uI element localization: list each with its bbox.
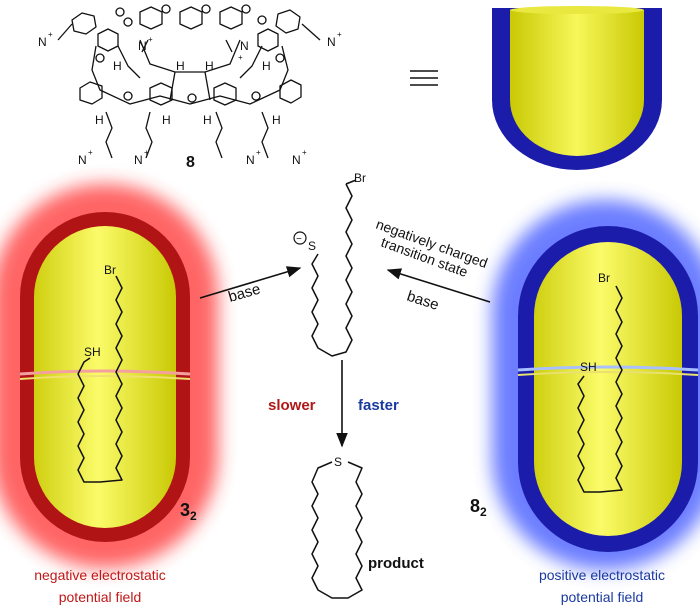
thiol-label: SH xyxy=(84,345,101,359)
ammonium-charge: + xyxy=(337,30,342,39)
ammonium-charge: + xyxy=(256,148,261,157)
product-macrocycle xyxy=(311,461,363,599)
left-capsule-3-2 xyxy=(0,184,218,568)
left-guest-chain xyxy=(77,275,123,483)
bromine-label: Br xyxy=(354,171,366,185)
ammonium-label: N xyxy=(138,39,147,53)
positive-field-line-2: potential field xyxy=(561,589,644,605)
hydrogen-label: H xyxy=(205,59,214,73)
ammonium-label: N xyxy=(38,35,47,49)
ammonium-charge: + xyxy=(48,30,53,39)
hydrogen-label: H xyxy=(162,113,171,127)
hydrogen-label: H xyxy=(262,59,271,73)
hydrogen-label: H xyxy=(113,59,122,73)
hydrogen-label: H xyxy=(203,113,212,127)
faster-label: faster xyxy=(358,397,399,414)
negative-charge-icon xyxy=(293,231,307,245)
equivalence-sign xyxy=(410,70,438,86)
ammonium-label: N xyxy=(240,39,249,53)
right-base-arrow xyxy=(386,268,491,303)
ammonium-charge: + xyxy=(238,53,243,62)
thiolate-label: S xyxy=(308,239,316,253)
slower-label: slower xyxy=(268,397,316,414)
transition-state-chain xyxy=(311,183,353,357)
sulfur-label: S xyxy=(334,455,342,469)
thiol-label: SH xyxy=(580,360,597,374)
left-base-label: base xyxy=(226,281,262,306)
right-base-label: base xyxy=(405,288,441,314)
compound-label-8-2: 82 xyxy=(470,496,487,519)
ammonium-charge: + xyxy=(148,35,153,44)
ammonium-charge: + xyxy=(302,148,307,157)
product-label: product xyxy=(368,555,424,572)
host-substituent-labels: N + N + N + N + H H H H H H H H N + N + … xyxy=(38,30,342,167)
right-capsule-8-2 xyxy=(492,200,700,570)
cup-model xyxy=(492,6,662,170)
hydrogen-label: H xyxy=(95,113,104,127)
hydrogen-label: H xyxy=(176,59,185,73)
bromine-label: Br xyxy=(598,271,610,285)
positive-field-line-1: positive electrostatic xyxy=(539,567,665,583)
negative-field-line-2: potential field xyxy=(59,589,142,605)
hydrogen-label: H xyxy=(272,113,281,127)
negative-charge: − xyxy=(296,234,302,245)
compound-label-8: 8 xyxy=(186,154,195,171)
ammonium-charge: + xyxy=(88,148,93,157)
bromine-label: Br xyxy=(104,263,116,277)
br-bond xyxy=(345,179,357,185)
negative-field-line-1: negative electrostatic xyxy=(34,567,166,583)
ammonium-label: N xyxy=(327,35,336,49)
right-guest-chain xyxy=(577,285,623,493)
ammonium-label: N xyxy=(246,153,255,167)
compound-label-3-2: 32 xyxy=(180,500,197,523)
ammonium-label: N xyxy=(292,153,301,167)
ammonium-label: N xyxy=(134,153,143,167)
ammonium-label: N xyxy=(78,153,87,167)
left-base-arrow xyxy=(199,266,302,299)
ammonium-charge: + xyxy=(144,148,149,157)
cavitand-structure-8 xyxy=(57,4,321,159)
